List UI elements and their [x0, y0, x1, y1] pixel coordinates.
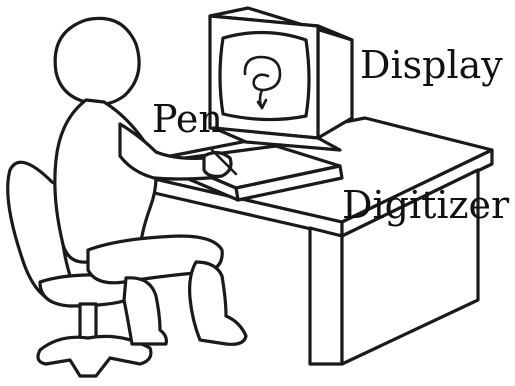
monitor-side: [318, 26, 352, 138]
person-lower-leg: [190, 262, 246, 344]
display-monitor: [210, 8, 352, 150]
chair-post: [80, 304, 96, 340]
pen-label: Pen: [152, 97, 223, 141]
person-back-leg: [124, 278, 166, 344]
digitizer-label: Digitizer: [342, 183, 510, 227]
display-label: Display: [360, 43, 503, 87]
person-head: [55, 18, 139, 104]
desk-side-panel: [310, 228, 342, 364]
